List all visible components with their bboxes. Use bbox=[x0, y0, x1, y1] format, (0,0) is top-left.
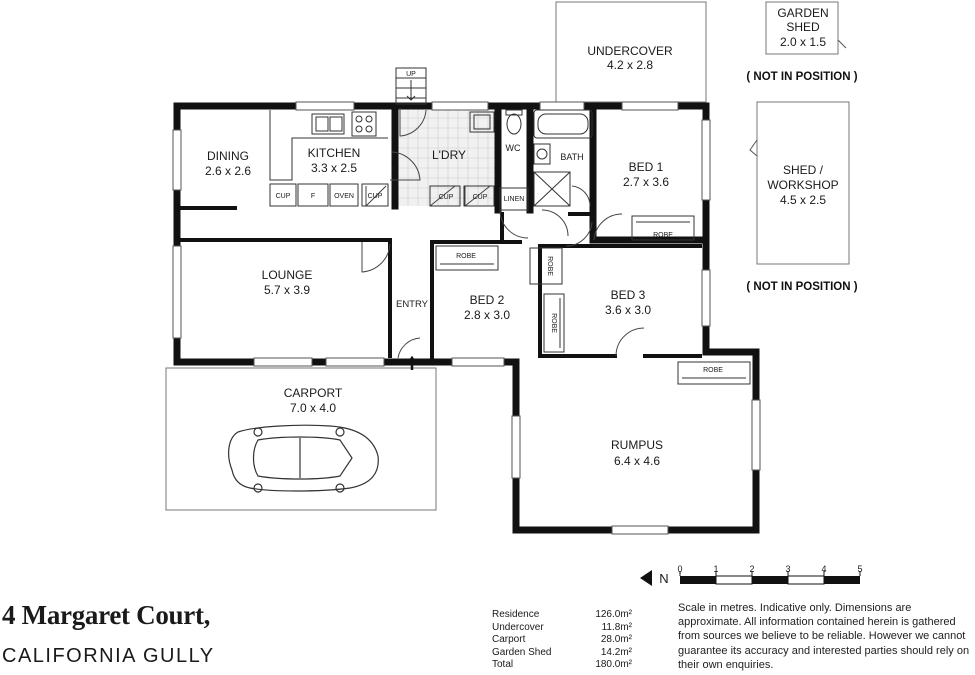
robe-label-bed3: ROBE bbox=[550, 313, 557, 333]
robe-label-bed2: ROBE bbox=[456, 253, 476, 260]
scale-tick-label: 2 bbox=[749, 564, 754, 574]
robe-label-bed1: ROBE bbox=[653, 232, 673, 239]
linen-label: LINEN bbox=[504, 196, 525, 203]
area-label: Total bbox=[492, 659, 514, 671]
shed-name2: WORKSHOP bbox=[767, 178, 838, 192]
garden-shed-name1: GARDEN bbox=[777, 6, 828, 20]
fridge-label: F bbox=[311, 193, 315, 200]
interior-walls bbox=[180, 206, 702, 360]
windows bbox=[172, 101, 761, 535]
area-row: Undercover 11.8m² bbox=[492, 622, 632, 635]
scale-tick-label: 4 bbox=[821, 564, 826, 574]
bed2-dims: 2.8 x 3.0 bbox=[464, 308, 510, 322]
scale-tick-label: 0 bbox=[677, 564, 682, 574]
kitchen-bench bbox=[269, 110, 495, 207]
door-swings bbox=[361, 108, 645, 359]
bed3-name: BED 3 bbox=[611, 288, 646, 302]
robe-label-hall: ROBE bbox=[546, 256, 553, 276]
north-label: N bbox=[659, 571, 668, 586]
garden-shed-outline bbox=[765, 1, 839, 55]
area-label: Garden Shed bbox=[492, 646, 552, 658]
shed-name1: SHED / bbox=[783, 163, 824, 177]
undercover-dims: 4.2 x 2.8 bbox=[607, 58, 653, 72]
area-row: Carport 28.0m² bbox=[492, 634, 632, 647]
address-street: 4 Margaret Court, bbox=[2, 600, 211, 630]
area-label: Undercover bbox=[492, 621, 544, 633]
not-in-position-2: ( NOT IN POSITION ) bbox=[746, 281, 857, 293]
area-label: Carport bbox=[492, 634, 526, 646]
shed-dims: 4.5 x 2.5 bbox=[780, 193, 826, 207]
area-row: Total 180.0m² bbox=[492, 659, 632, 672]
cup-label-1: CUP bbox=[276, 193, 291, 200]
kitchen-dims: 3.3 x 2.5 bbox=[311, 161, 357, 175]
bath-name: BATH bbox=[560, 152, 583, 162]
area-value: 11.8m² bbox=[601, 621, 632, 633]
area-value: 126.0m² bbox=[595, 609, 632, 620]
oven-label: OVEN bbox=[334, 193, 354, 200]
shed-outline bbox=[756, 101, 850, 265]
entry-arrow-icon bbox=[406, 355, 418, 370]
scale-tick-label: 1 bbox=[713, 564, 718, 574]
dining-dims: 2.6 x 2.6 bbox=[205, 164, 251, 178]
cup-label-3: CUP bbox=[439, 194, 454, 201]
car-outline bbox=[228, 424, 379, 493]
shed-door-icon bbox=[837, 39, 847, 49]
floor-plan: UP UNDERCOVER 4.2 x 2.8 GARDEN SHED 2.0 … bbox=[165, 1, 863, 586]
garden-shed-name2: SHED bbox=[786, 20, 820, 34]
cup-label-4: CUP bbox=[473, 194, 488, 201]
carport-outline bbox=[165, 367, 437, 511]
entry-name: ENTRY bbox=[396, 299, 429, 310]
scale-tick-labels: 0 1 2 3 4 5 bbox=[677, 564, 863, 576]
area-value: 180.0m² bbox=[595, 659, 632, 671]
undercover-name: UNDERCOVER bbox=[587, 44, 673, 58]
robe-label-rumpus: ROBE bbox=[703, 367, 723, 374]
area-label: Residence bbox=[492, 609, 540, 620]
laundry-name: L'DRY bbox=[432, 148, 466, 162]
scale-bar bbox=[680, 575, 860, 585]
area-row: Residence 126.0m² bbox=[492, 609, 632, 622]
bed3-dims: 3.6 x 3.0 bbox=[605, 303, 651, 317]
scale-tick-label: 3 bbox=[785, 564, 790, 574]
robes bbox=[435, 215, 751, 385]
north-arrow-icon bbox=[640, 570, 652, 586]
lounge-name: LOUNGE bbox=[262, 268, 313, 282]
wc-name: WC bbox=[506, 143, 521, 153]
disclaimer-text: Scale in metres. Indicative only. Dimens… bbox=[678, 602, 970, 671]
area-row: Garden Shed 14.2m² bbox=[492, 647, 632, 660]
garden-shed-dims: 2.0 x 1.5 bbox=[780, 35, 826, 49]
laundry-tiles bbox=[398, 108, 498, 206]
area-value: 14.2m² bbox=[600, 646, 632, 658]
rumpus-dims: 6.4 x 4.6 bbox=[614, 454, 660, 468]
bathroom-fixtures bbox=[499, 109, 593, 211]
address-suburb: CALIFORNIA GULLY bbox=[2, 645, 215, 667]
dining-name: DINING bbox=[207, 149, 249, 163]
carport-name: CARPORT bbox=[284, 386, 343, 400]
carport-dims: 7.0 x 4.0 bbox=[290, 401, 336, 415]
cup-label-2: CUP bbox=[368, 193, 383, 200]
bed1-dims: 2.7 x 3.6 bbox=[623, 175, 669, 189]
not-in-position-1: ( NOT IN POSITION ) bbox=[746, 71, 857, 83]
area-value: 28.0m² bbox=[600, 634, 632, 646]
stair-up bbox=[395, 67, 427, 105]
bed1-name: BED 1 bbox=[629, 160, 664, 174]
kitchen-name: KITCHEN bbox=[308, 146, 361, 160]
lounge-dims: 5.7 x 3.9 bbox=[264, 283, 310, 297]
area-table: Residence 126.0m² Undercover 11.8m² Carport 2… bbox=[492, 609, 632, 672]
bed2-name: BED 2 bbox=[470, 293, 505, 307]
workshop-door-icon bbox=[749, 139, 758, 157]
rumpus-name: RUMPUS bbox=[611, 438, 663, 452]
up-label: UP bbox=[406, 71, 416, 78]
scale-tick-label: 5 bbox=[857, 564, 862, 574]
